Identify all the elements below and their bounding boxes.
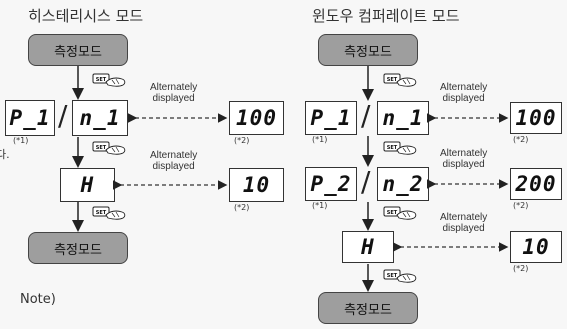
lcd-p1-left: P_1 (5, 100, 55, 136)
note-label: Note) (20, 292, 56, 307)
note-ref-2a-left: (*2) (234, 136, 250, 145)
alt-line-1: Alternately (440, 148, 488, 159)
alternately-displayed-label-1-left: Alternately displayed (150, 82, 197, 104)
set-label: SET (387, 145, 398, 151)
measure-mode-box-bottom-left: 측정모드 (28, 232, 128, 264)
set-label: SET (96, 77, 107, 83)
slash-right-2: / (361, 165, 371, 198)
set-button-with-hand-icon: SET (383, 141, 417, 155)
set-button-with-hand-icon: SET (383, 73, 417, 87)
alt-line-2: displayed (152, 161, 195, 172)
lcd-p1-right: P_1 (305, 101, 357, 135)
alternately-displayed-label-1-right: Alternately displayed (440, 82, 487, 104)
alternately-displayed-label-2-left: Alternately displayed (150, 150, 197, 172)
measure-mode-box-bottom-right: 측정모드 (318, 292, 418, 324)
lcd-value-10-left: 10 (229, 168, 284, 202)
note-ref-2c-right: (*2) (513, 264, 529, 273)
alt-line-2: displayed (442, 93, 485, 104)
lcd-value-10-right: 10 (510, 231, 562, 263)
set-button-with-hand-icon: SET (92, 73, 126, 87)
lcd-n2-right: n_2 (377, 167, 429, 201)
window-comparator-mode-title: 윈도우 컴퍼레이트 모드 (312, 7, 460, 25)
mode-label: 측정모드 (54, 44, 102, 60)
alternately-displayed-label-3-right: Alternately displayed (440, 212, 487, 234)
alt-line-2: displayed (442, 159, 485, 170)
mode-label: 측정모드 (344, 302, 392, 318)
set-button-with-hand-icon: SET (92, 206, 126, 220)
set-label: SET (387, 77, 398, 83)
note-ref-2b-left: (*2) (234, 203, 250, 212)
set-label: SET (96, 210, 107, 216)
alternately-displayed-label-2-right: Alternately displayed (440, 148, 487, 170)
note-ref-1a-right: (*1) (312, 135, 328, 144)
lcd-h-left: H (60, 168, 115, 202)
mode-label: 측정모드 (344, 44, 392, 60)
note-ref-1b-right: (*1) (312, 201, 328, 210)
set-button-with-hand-icon: SET (383, 206, 417, 220)
lcd-n1-left: n_1 (72, 100, 128, 136)
lcd-value-100-left: 100 (229, 101, 284, 135)
set-label: SET (96, 145, 107, 151)
lcd-value-200-right: 200 (510, 168, 562, 200)
note-ref-2a-right: (*2) (513, 135, 529, 144)
measure-mode-box-top-left: 측정모드 (28, 34, 128, 66)
lcd-p2-right: P_2 (305, 167, 357, 201)
alt-line-1: Alternately (440, 82, 488, 93)
note-ref-2b-right: (*2) (513, 201, 529, 210)
alt-line-1: Alternately (440, 212, 488, 223)
set-label: SET (387, 210, 398, 216)
alt-line-1: Alternately (150, 82, 198, 93)
measure-mode-box-top-right: 측정모드 (318, 34, 418, 66)
alt-line-1: Alternately (150, 150, 198, 161)
alt-line-2: displayed (152, 93, 195, 104)
mode-label: 측정모드 (54, 242, 102, 258)
set-button-with-hand-icon: SET (383, 269, 417, 283)
hysteresis-mode-title: 히스테리시스 모드 (28, 7, 144, 25)
set-label: SET (387, 273, 398, 279)
lcd-value-100-right: 100 (510, 102, 562, 134)
slash-left-1: / (58, 99, 68, 132)
note-ref-1-left: (*1) (13, 136, 29, 145)
edge-text: 다. (0, 148, 10, 161)
slash-right-1: / (361, 99, 371, 132)
alt-line-2: displayed (442, 223, 485, 234)
set-button-with-hand-icon: SET (92, 141, 126, 155)
